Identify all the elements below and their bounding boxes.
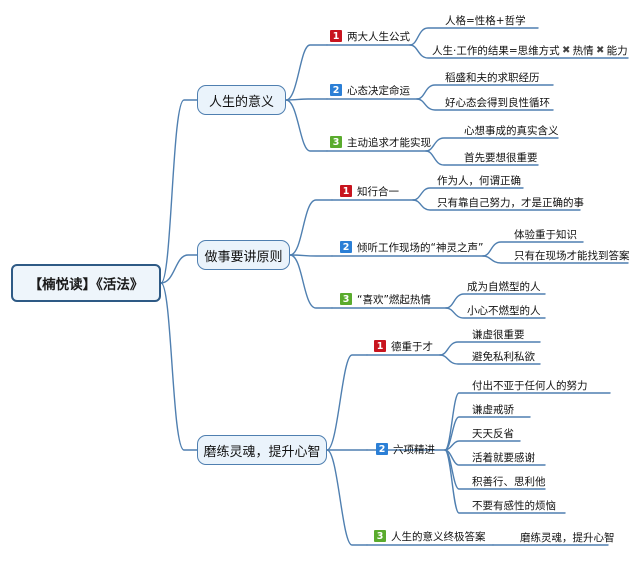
priority-2-icon: 2	[376, 443, 388, 455]
subtopic-six-efforts[interactable]: 2 六项精进	[376, 440, 435, 458]
leaf-item[interactable]: 首先要想很重要	[464, 151, 538, 164]
formula-text: 热情	[572, 44, 594, 57]
topic-refine-soul[interactable]: 磨练灵魂，提升心智	[197, 435, 327, 465]
leaf-item[interactable]: 好心态会得到良性循环	[445, 96, 550, 109]
priority-3-icon: 3	[340, 293, 352, 305]
leaf-item[interactable]: 作为人，何谓正确	[437, 174, 521, 187]
subtopic-mindset-destiny[interactable]: 2 心态决定命运	[330, 81, 410, 99]
topic-meaning-of-life[interactable]: 人生的意义	[197, 85, 286, 115]
priority-2-icon: 2	[330, 84, 342, 96]
leaf-item[interactable]: 不要有感性的烦恼	[472, 499, 556, 512]
subtopic-active-pursuit[interactable]: 3 主动追求才能实现	[330, 133, 431, 151]
leaf-item-formula[interactable]: 人生·工作的结果=思维方式 ✖ 热情 ✖ 能力	[432, 42, 628, 58]
leaf-item[interactable]: 活着就要感谢	[472, 451, 535, 464]
subtopic-label: 知行合一	[357, 185, 399, 198]
formula-text: 人生·工作的结果=思维方式	[432, 44, 560, 57]
leaf-item[interactable]: 付出不亚于任何人的努力	[472, 379, 588, 392]
priority-1-icon: 1	[340, 185, 352, 197]
priority-1-icon: 1	[330, 30, 342, 42]
leaf-item[interactable]: 谦虚很重要	[472, 328, 525, 341]
subtopic-two-formulas[interactable]: 1 两大人生公式	[330, 27, 410, 45]
subtopic-label: “喜欢”燃起热情	[357, 293, 431, 306]
root-topic[interactable]: 【楠悦读】《活法》	[11, 264, 161, 302]
leaf-item[interactable]: 成为自燃型的人	[467, 280, 541, 293]
subtopic-passion[interactable]: 3 “喜欢”燃起热情	[340, 290, 431, 308]
multiply-icon: ✖	[595, 44, 605, 56]
subtopic-label: 两大人生公式	[347, 30, 410, 43]
formula-text: 能力	[606, 44, 628, 57]
subtopic-label: 倾听工作现场的“神灵之声”	[357, 241, 484, 254]
priority-3-icon: 3	[330, 136, 342, 148]
leaf-item[interactable]: 积善行、思利他	[472, 475, 546, 488]
subtopic-label: 人生的意义终极答案	[391, 530, 486, 543]
leaf-item[interactable]: 只有靠自己努力，才是正确的事	[437, 196, 584, 209]
leaf-item[interactable]: 天天反省	[472, 427, 514, 440]
leaf-item[interactable]: 只有在现场才能找到答案	[514, 249, 630, 262]
topic-principles[interactable]: 做事要讲原则	[197, 240, 290, 270]
leaf-item[interactable]: 稻盛和夫的求职经历	[445, 71, 540, 84]
subtopic-listen-workplace[interactable]: 2 倾听工作现场的“神灵之声”	[340, 238, 483, 256]
leaf-item[interactable]: 心想事成的真实含义	[464, 124, 559, 137]
leaf-item[interactable]: 体验重于知识	[514, 228, 577, 241]
subtopic-ultimate-answer[interactable]: 3 人生的意义终极答案	[374, 527, 486, 545]
leaf-item[interactable]: 磨练灵魂，提升心智	[520, 531, 615, 544]
subtopic-label: 六项精进	[393, 443, 435, 456]
priority-1-icon: 1	[374, 340, 386, 352]
subtopic-label: 德重于才	[391, 340, 433, 353]
subtopic-unity-knowledge-action[interactable]: 1 知行合一	[340, 182, 399, 200]
priority-2-icon: 2	[340, 241, 352, 253]
subtopic-label: 主动追求才能实现	[347, 136, 431, 149]
leaf-item[interactable]: 人格=性格+哲学	[445, 14, 526, 27]
subtopic-label: 心态决定命运	[347, 84, 410, 97]
leaf-item[interactable]: 谦虚戒骄	[472, 403, 514, 416]
priority-3-icon: 3	[374, 530, 386, 542]
leaf-item[interactable]: 避免私利私欲	[472, 350, 535, 363]
leaf-item[interactable]: 小心不燃型的人	[467, 304, 541, 317]
multiply-icon: ✖	[561, 44, 571, 56]
subtopic-virtue-over-talent[interactable]: 1 德重于才	[374, 337, 433, 355]
